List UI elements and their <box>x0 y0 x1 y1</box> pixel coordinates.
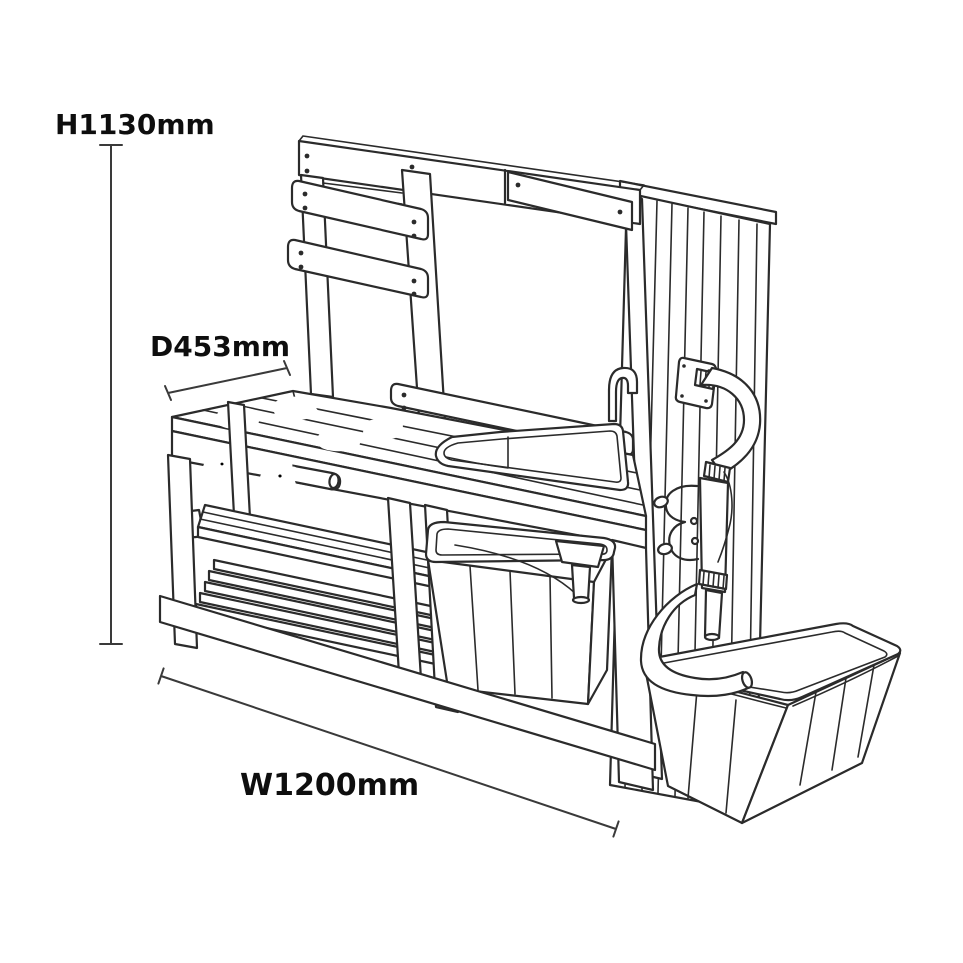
depth-dimension-label: D453mm <box>150 330 290 363</box>
pump-lower-pipe <box>703 588 724 640</box>
sink-drain <box>554 539 606 605</box>
bottom-front-rail <box>158 594 657 772</box>
middle-shelf <box>184 503 447 590</box>
right-front-leg <box>610 538 655 792</box>
valve-handles <box>199 443 342 497</box>
sink <box>434 422 630 492</box>
water-pump <box>653 356 762 642</box>
storage-tub <box>424 520 617 706</box>
water-bucket <box>641 622 902 825</box>
counter <box>170 389 648 550</box>
pump-handle <box>664 484 700 562</box>
dimension-height: H1130mm <box>55 108 215 645</box>
dimension-depth: D453mm <box>150 330 291 401</box>
delivery-hose <box>639 582 754 698</box>
width-dimension-label: W1200mm <box>240 768 419 803</box>
faucet <box>607 366 639 423</box>
back-top-plank <box>297 135 645 232</box>
mud-kitchen-drawing <box>158 135 902 825</box>
bottom-slats <box>194 558 442 667</box>
pump-body <box>698 476 730 594</box>
height-dimension-label: H1130mm <box>55 108 215 141</box>
dimension-width: W1200mm <box>157 667 620 838</box>
back-slat-planks <box>286 179 430 299</box>
